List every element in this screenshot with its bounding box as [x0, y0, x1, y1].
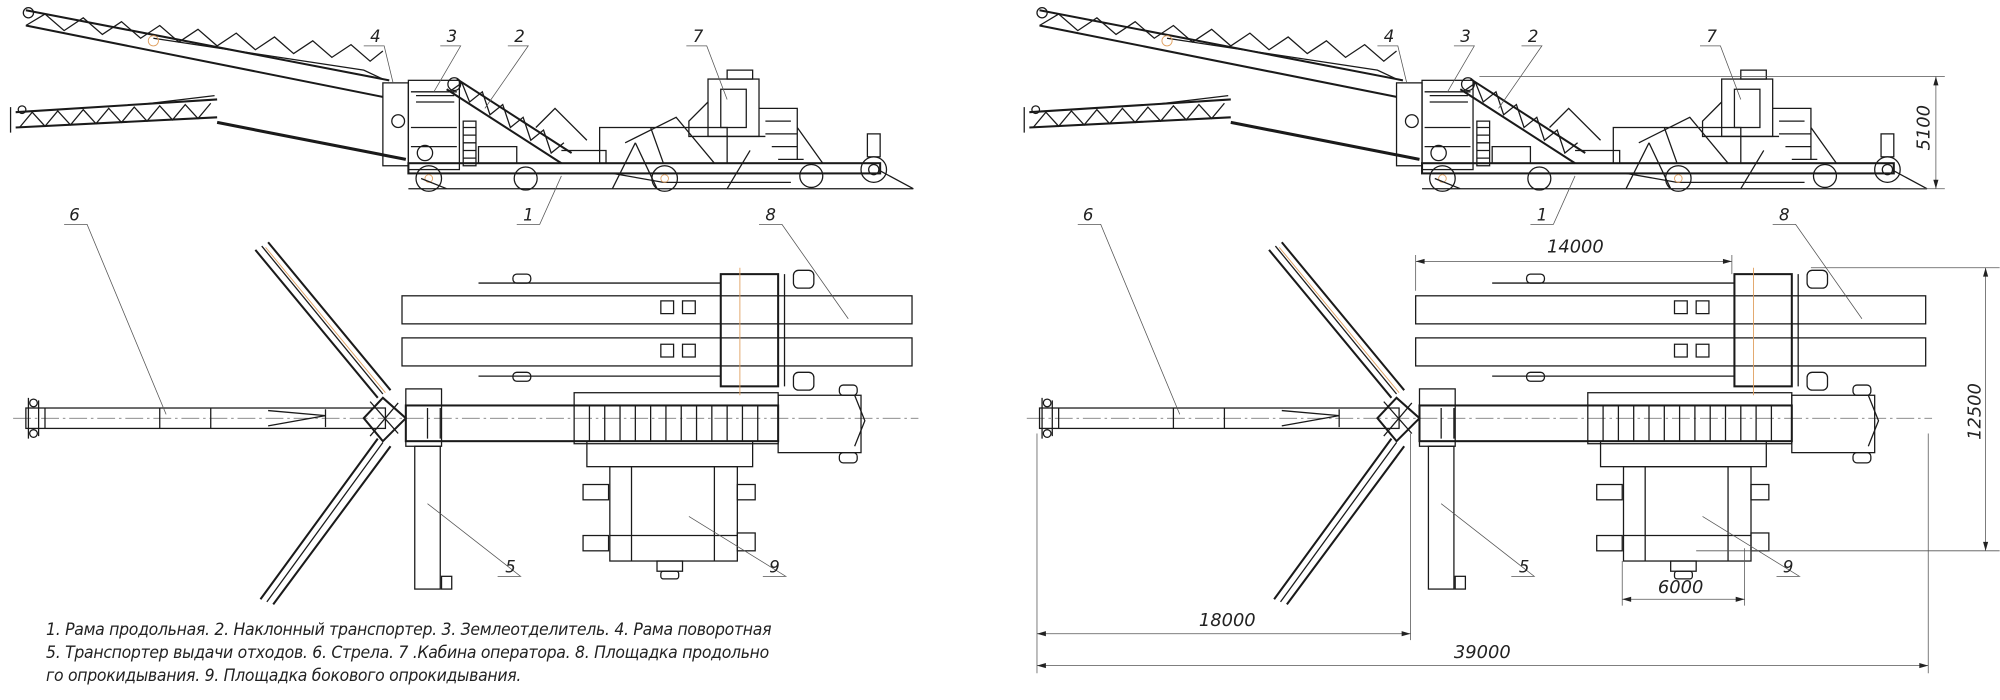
- dimensions: 5100 14000 12500 6000 18000 39000: [1036, 76, 2000, 674]
- callout-5: 5: [1519, 557, 1530, 576]
- callout-9: 9: [1783, 557, 1794, 576]
- caption-line: 5. Транспортер выдачи отходов. 6. Стрела…: [46, 643, 769, 662]
- dim-length-platform: 14000: [1547, 236, 1604, 257]
- callout-2: 2: [514, 27, 525, 46]
- machine-drawing-left: [9, 6, 920, 606]
- callout-1: 1: [1537, 206, 1548, 225]
- callout-7: 7: [693, 27, 704, 46]
- callouts-right: 4 3 2 7 1 6 8 5 9: [1077, 27, 1863, 577]
- callout-8: 8: [765, 206, 776, 225]
- callout-3: 3: [1460, 27, 1471, 46]
- callout-3: 3: [447, 27, 458, 46]
- dim-boom-length: 18000: [1199, 610, 1256, 631]
- callout-6: 6: [69, 206, 80, 225]
- callout-4: 4: [1384, 27, 1395, 46]
- callout-6: 6: [1083, 206, 1094, 225]
- dim-height-side: 5100: [1914, 105, 1935, 150]
- callout-1: 1: [523, 206, 534, 225]
- caption-line: го опрокидывания. 9. Площадка бокового о…: [46, 666, 522, 685]
- caption-line: 1. Рама продольная. 2. Наклонный транспо…: [46, 620, 772, 639]
- callout-9: 9: [769, 557, 780, 576]
- dim-overall-length: 39000: [1454, 642, 1511, 663]
- dim-overall-width: 12500: [1965, 383, 1986, 440]
- legend-caption: 1. Рама продольная. 2. Наклонный транспо…: [46, 618, 772, 687]
- dim-width-platform-9: 6000: [1658, 577, 1703, 598]
- callout-5: 5: [505, 557, 516, 576]
- callout-8: 8: [1779, 206, 1790, 225]
- callouts-left: 4 3 2 7 1 6 8 5 9: [64, 27, 849, 577]
- callout-4: 4: [370, 27, 381, 46]
- machine-drawing-right: [1022, 6, 1934, 606]
- callout-7: 7: [1706, 27, 1717, 46]
- callout-2: 2: [1528, 27, 1539, 46]
